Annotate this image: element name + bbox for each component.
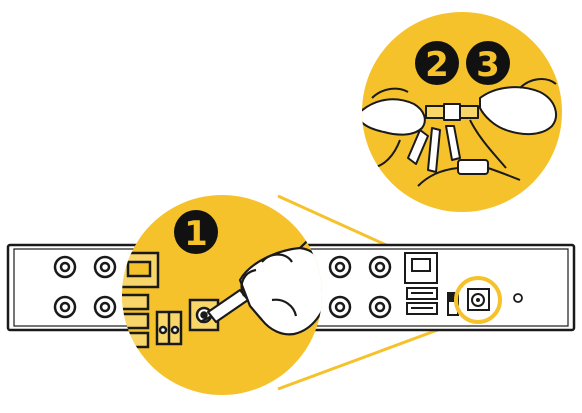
indicator-hole bbox=[513, 293, 523, 303]
bnc-ports-right bbox=[328, 255, 392, 319]
cable-connector-in-hands bbox=[362, 78, 557, 187]
magnified-step-1: 1 bbox=[122, 195, 322, 395]
power-plug-in-hand bbox=[199, 219, 322, 336]
bnc-ports-left bbox=[53, 255, 117, 319]
step-badge-3: 3 bbox=[466, 41, 510, 85]
step-number-2: 2 bbox=[425, 45, 449, 85]
magnified-step-2-3: 2 3 bbox=[362, 12, 562, 212]
power-port bbox=[454, 276, 502, 324]
step-badge-2: 2 bbox=[415, 41, 459, 85]
step-number-3: 3 bbox=[476, 45, 500, 85]
step-number-1: 1 bbox=[184, 214, 208, 254]
step-badge-1: 1 bbox=[174, 210, 218, 254]
ethernet-usb-block-right bbox=[404, 252, 438, 315]
